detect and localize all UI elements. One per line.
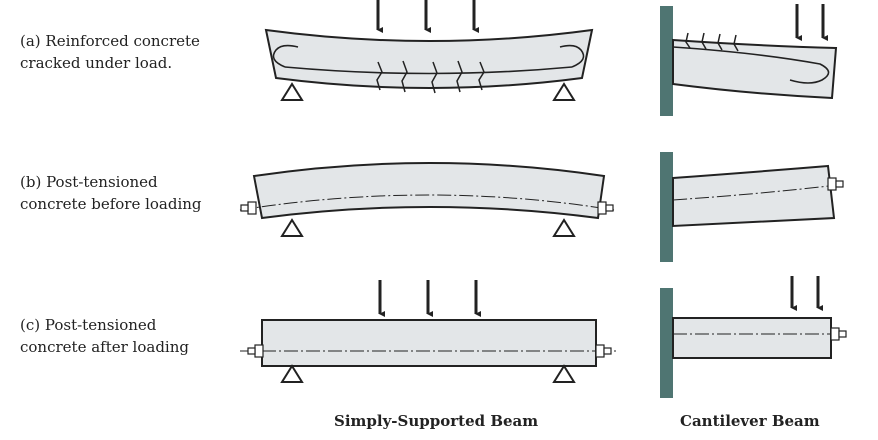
beam-c-simple — [240, 280, 616, 383]
load-arrows-c-simple — [378, 280, 481, 317]
beam-b-cantilever-body — [672, 164, 836, 228]
crack-a-c1 — [685, 32, 691, 49]
crack-a-2 — [401, 60, 408, 93]
crack-a-5 — [478, 61, 485, 91]
rebar-a-cantilever — [672, 46, 830, 84]
beam-c-cantilever — [660, 276, 847, 398]
rebar-a-simple — [284, 66, 573, 75]
rebar-hook-a-left — [272, 44, 299, 68]
beam-c-simple-body — [261, 319, 597, 367]
load-arrows-a-cantilever — [795, 4, 828, 41]
crack-a-4 — [456, 60, 463, 93]
support-b-right — [552, 218, 576, 237]
label-row-b-line2: concrete before loading — [20, 195, 202, 213]
support-a-right — [552, 82, 576, 101]
beam-c-cantilever-body — [672, 317, 832, 359]
label-row-c-line1: (c) Post-tensioned — [20, 316, 157, 334]
support-c-left — [280, 364, 304, 383]
crack-a-1 — [376, 61, 383, 91]
caption-cantilever: Cantilever Beam — [680, 412, 820, 430]
anchor-b-left — [240, 201, 257, 215]
load-arrows-c-cantilever — [790, 276, 823, 311]
crack-a-c2 — [701, 32, 707, 50]
wall-c — [660, 288, 673, 398]
anchor-b-right — [597, 201, 614, 215]
load-arrows-a-simple — [376, 0, 479, 33]
support-c-right — [552, 364, 576, 383]
beam-a-simple — [264, 0, 594, 101]
wall-b — [660, 152, 673, 262]
anchor-c-cantilever — [830, 327, 847, 341]
label-row-b-line1: (b) Post-tensioned — [20, 173, 158, 191]
support-b-left — [280, 218, 304, 237]
beam-a-cantilever — [660, 4, 838, 116]
caption-simply-supported: Simply-Supported Beam — [334, 412, 539, 430]
tendon-b-simple — [239, 194, 615, 211]
wall-a — [660, 6, 673, 116]
crack-a-c3 — [717, 33, 723, 51]
anchor-c-right — [595, 344, 612, 358]
anchor-b-cantilever — [827, 177, 844, 191]
crack-a-3 — [431, 61, 438, 94]
beam-a-cantilever-body — [672, 38, 838, 100]
label-row-a-line2: cracked under load. — [20, 54, 173, 72]
support-a-left — [280, 82, 304, 101]
label-row-c: (c) Post-tensioned concrete after loadin… — [20, 314, 189, 358]
crack-a-c4 — [733, 34, 739, 52]
label-row-c-line2: concrete after loading — [20, 338, 189, 356]
rebar-hook-a-right — [559, 44, 585, 68]
beam-b-cantilever — [660, 152, 844, 262]
label-row-a-line1: (a) Reinforced concrete — [20, 32, 200, 50]
beam-a-simple-body — [264, 28, 594, 89]
beam-b-simple — [239, 162, 615, 237]
beam-b-simple-body — [252, 162, 606, 220]
label-row-a: (a) Reinforced concrete cracked under lo… — [20, 30, 200, 74]
anchor-c-left — [247, 344, 264, 358]
label-row-b: (b) Post-tensioned concrete before loadi… — [20, 171, 202, 215]
